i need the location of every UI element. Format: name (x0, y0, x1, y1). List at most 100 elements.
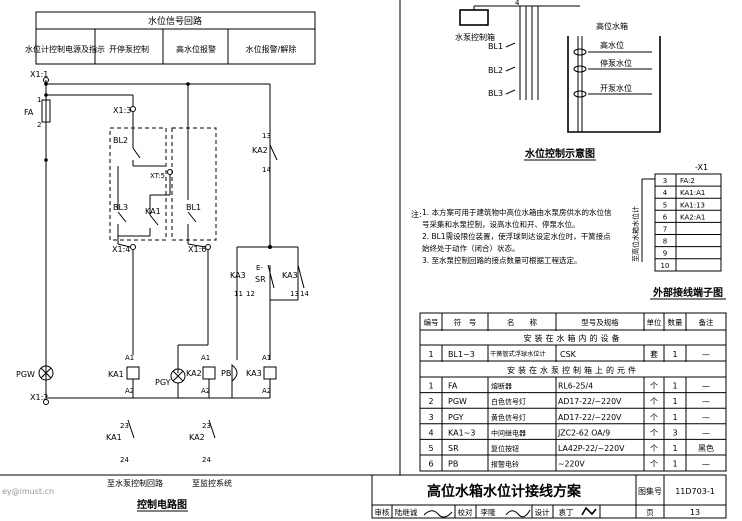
terminal-row-target: FA:2 (680, 177, 695, 185)
label-x12: X1:2 (30, 393, 48, 402)
circuit-header-title: 水位信号回路 (148, 15, 202, 27)
terminal-x16 (205, 244, 211, 250)
bom-cell-name: 黄色信号灯 (491, 413, 526, 422)
label-ka2-output: KA2 (189, 433, 205, 442)
atlas-number: 11D703-1 (675, 487, 715, 496)
pin-ka1-a1: A1 (125, 354, 134, 362)
label-fa: FA (24, 108, 34, 117)
note-2: 2. BL1需设限位装置，使浮球到达设定水位时，干簧接点始终处于动作（闭合）状态… (422, 232, 611, 253)
bom-header-name: 名 称 (507, 317, 537, 327)
label-to-pump-circuit: 至水泵控制回路 (107, 478, 163, 488)
bom-cell-note: — (702, 460, 710, 469)
terminal-row-num: 9 (663, 250, 667, 258)
bom-cell-model: ~220V (558, 460, 585, 469)
label-x13: X1:3 (113, 106, 131, 115)
bom-cell-qty: 1 (672, 413, 677, 422)
bom-cell-note: — (702, 397, 710, 406)
pin-ka3-11: 11 (234, 290, 243, 298)
bom-cell-unit: 个 (650, 382, 658, 391)
level-schematic: 水泵控制箱 4 BL1 BL2 BL3 高位水箱 高水位 停泵水位 开泵水位 水… (455, 0, 661, 161)
notes-label: 注: (411, 209, 422, 219)
label-pgw: PGW (16, 370, 35, 379)
schematic-title: 水位控制示意图 (524, 147, 595, 160)
terminal-row-target: KA1:A1 (680, 189, 705, 197)
pin-ka1-a2: A2 (125, 387, 134, 395)
bom-cell-model: RL6-25/4 (558, 382, 593, 391)
terminal-x14 (130, 244, 136, 250)
terminal-x13 (130, 106, 136, 112)
col-pump-control: 开停泵控制 (109, 44, 149, 54)
fuse-fa (41, 99, 51, 123)
pump-control-box (459, 9, 489, 26)
bom-section-box: 安装在水泵控制箱上的元件 (507, 365, 639, 375)
pin-ka2-24: 24 (202, 456, 211, 464)
bom-cell-qty: 1 (672, 444, 677, 453)
pin-fa-2: 2 (37, 121, 41, 129)
label-start-level: 开泵水位 (600, 83, 632, 93)
terminal-row-target: KA2:A1 (680, 213, 705, 221)
bom-cell-model: AD17-22/~220V (558, 413, 622, 422)
pin-ka2-23: 23 (202, 422, 211, 430)
checker-name: 李隆 (481, 507, 496, 517)
bom-cell-note: — (702, 428, 710, 437)
bom-cell-qty: 3 (672, 428, 677, 437)
terminal-row-num: 3 (663, 177, 667, 185)
bom-cell-note: — (702, 413, 710, 422)
label-to-monitoring: 至监控系统 (192, 478, 232, 488)
bell-pb (231, 363, 238, 383)
control-circuit: X1:1 FA 1 2 X1:3 BL2 XT:5 BL3 (16, 70, 309, 512)
col-power-indicator: 水位计控制电源及指示 (25, 44, 105, 54)
bom-cell-sym: KA1~3 (448, 428, 475, 437)
bom-cell-sym: SR (448, 444, 459, 453)
bom-cell-no: 6 (428, 460, 433, 469)
atlas-label: 图集号 (638, 486, 662, 496)
sensor-box-left (109, 127, 167, 241)
bom-header-no: 编号 (424, 317, 439, 327)
page-number: 13 (690, 508, 700, 517)
bom-cell-name: 熔断器 (491, 382, 512, 391)
label-ka1-output: KA1 (106, 433, 122, 442)
pin-ka3-12: 12 (246, 290, 255, 298)
col-alarm-reset: 水位报警/解除 (246, 44, 297, 54)
bom-row1-sym: BL1~3 (448, 350, 475, 359)
lamp-pgw (38, 365, 54, 381)
label-sensor-bl2: BL2 (488, 66, 503, 75)
bom-row1-note: — (702, 350, 710, 359)
label-ka2-coil: KA2 (186, 369, 202, 378)
reviewer-signature (423, 510, 453, 518)
pin-fa-1: 1 (37, 96, 41, 104)
bom-cell-no: 1 (428, 382, 433, 391)
pin-ka1-23: 23 (120, 422, 129, 430)
bom-cell-sym: FA (448, 382, 458, 391)
bom-cell-no: 4 (428, 428, 433, 437)
circuit-title: 控制电路图 (137, 498, 187, 511)
pin-sr-e: E- (256, 264, 263, 272)
bom-cell-qty: 1 (672, 460, 677, 469)
col-high-alarm: 高水位报警 (176, 44, 216, 54)
pin-ka2-a2: A2 (201, 387, 210, 395)
bom-cell-model: AD17-22/~220V (558, 397, 622, 406)
page-label: 页 (646, 508, 654, 517)
terminal-row-num: 6 (663, 213, 668, 221)
bom-cell-no: 2 (428, 397, 433, 406)
bom-cell-name: 中间继电器 (491, 428, 526, 437)
bom-row1-no: 1 (428, 350, 433, 359)
label-high-level: 高水位 (600, 40, 624, 50)
pin-ka2-14: 14 (262, 166, 271, 174)
reviewer-name: 陆继诚 (395, 507, 418, 517)
designer-signature (581, 506, 597, 516)
bom-row1-qty: 1 (672, 350, 677, 359)
bom-cell-qty: 1 (672, 382, 677, 391)
bom-cell-unit: 个 (650, 397, 658, 406)
bom-cell-no: 3 (428, 413, 433, 422)
label-ka3-contact-1: KA3 (230, 271, 246, 280)
pin-ka2-a1: A1 (201, 354, 210, 362)
note-3: 3. 至水泵控制回路的接点数量可根据工程选定。 (422, 256, 582, 265)
terminal-xt5 (167, 169, 173, 175)
bom-cell-unit: 个 (650, 444, 658, 453)
label-x14: X1:4 (112, 245, 130, 254)
pin-ka1-24: 24 (120, 456, 129, 464)
label-bl1: BL1 (186, 203, 201, 212)
